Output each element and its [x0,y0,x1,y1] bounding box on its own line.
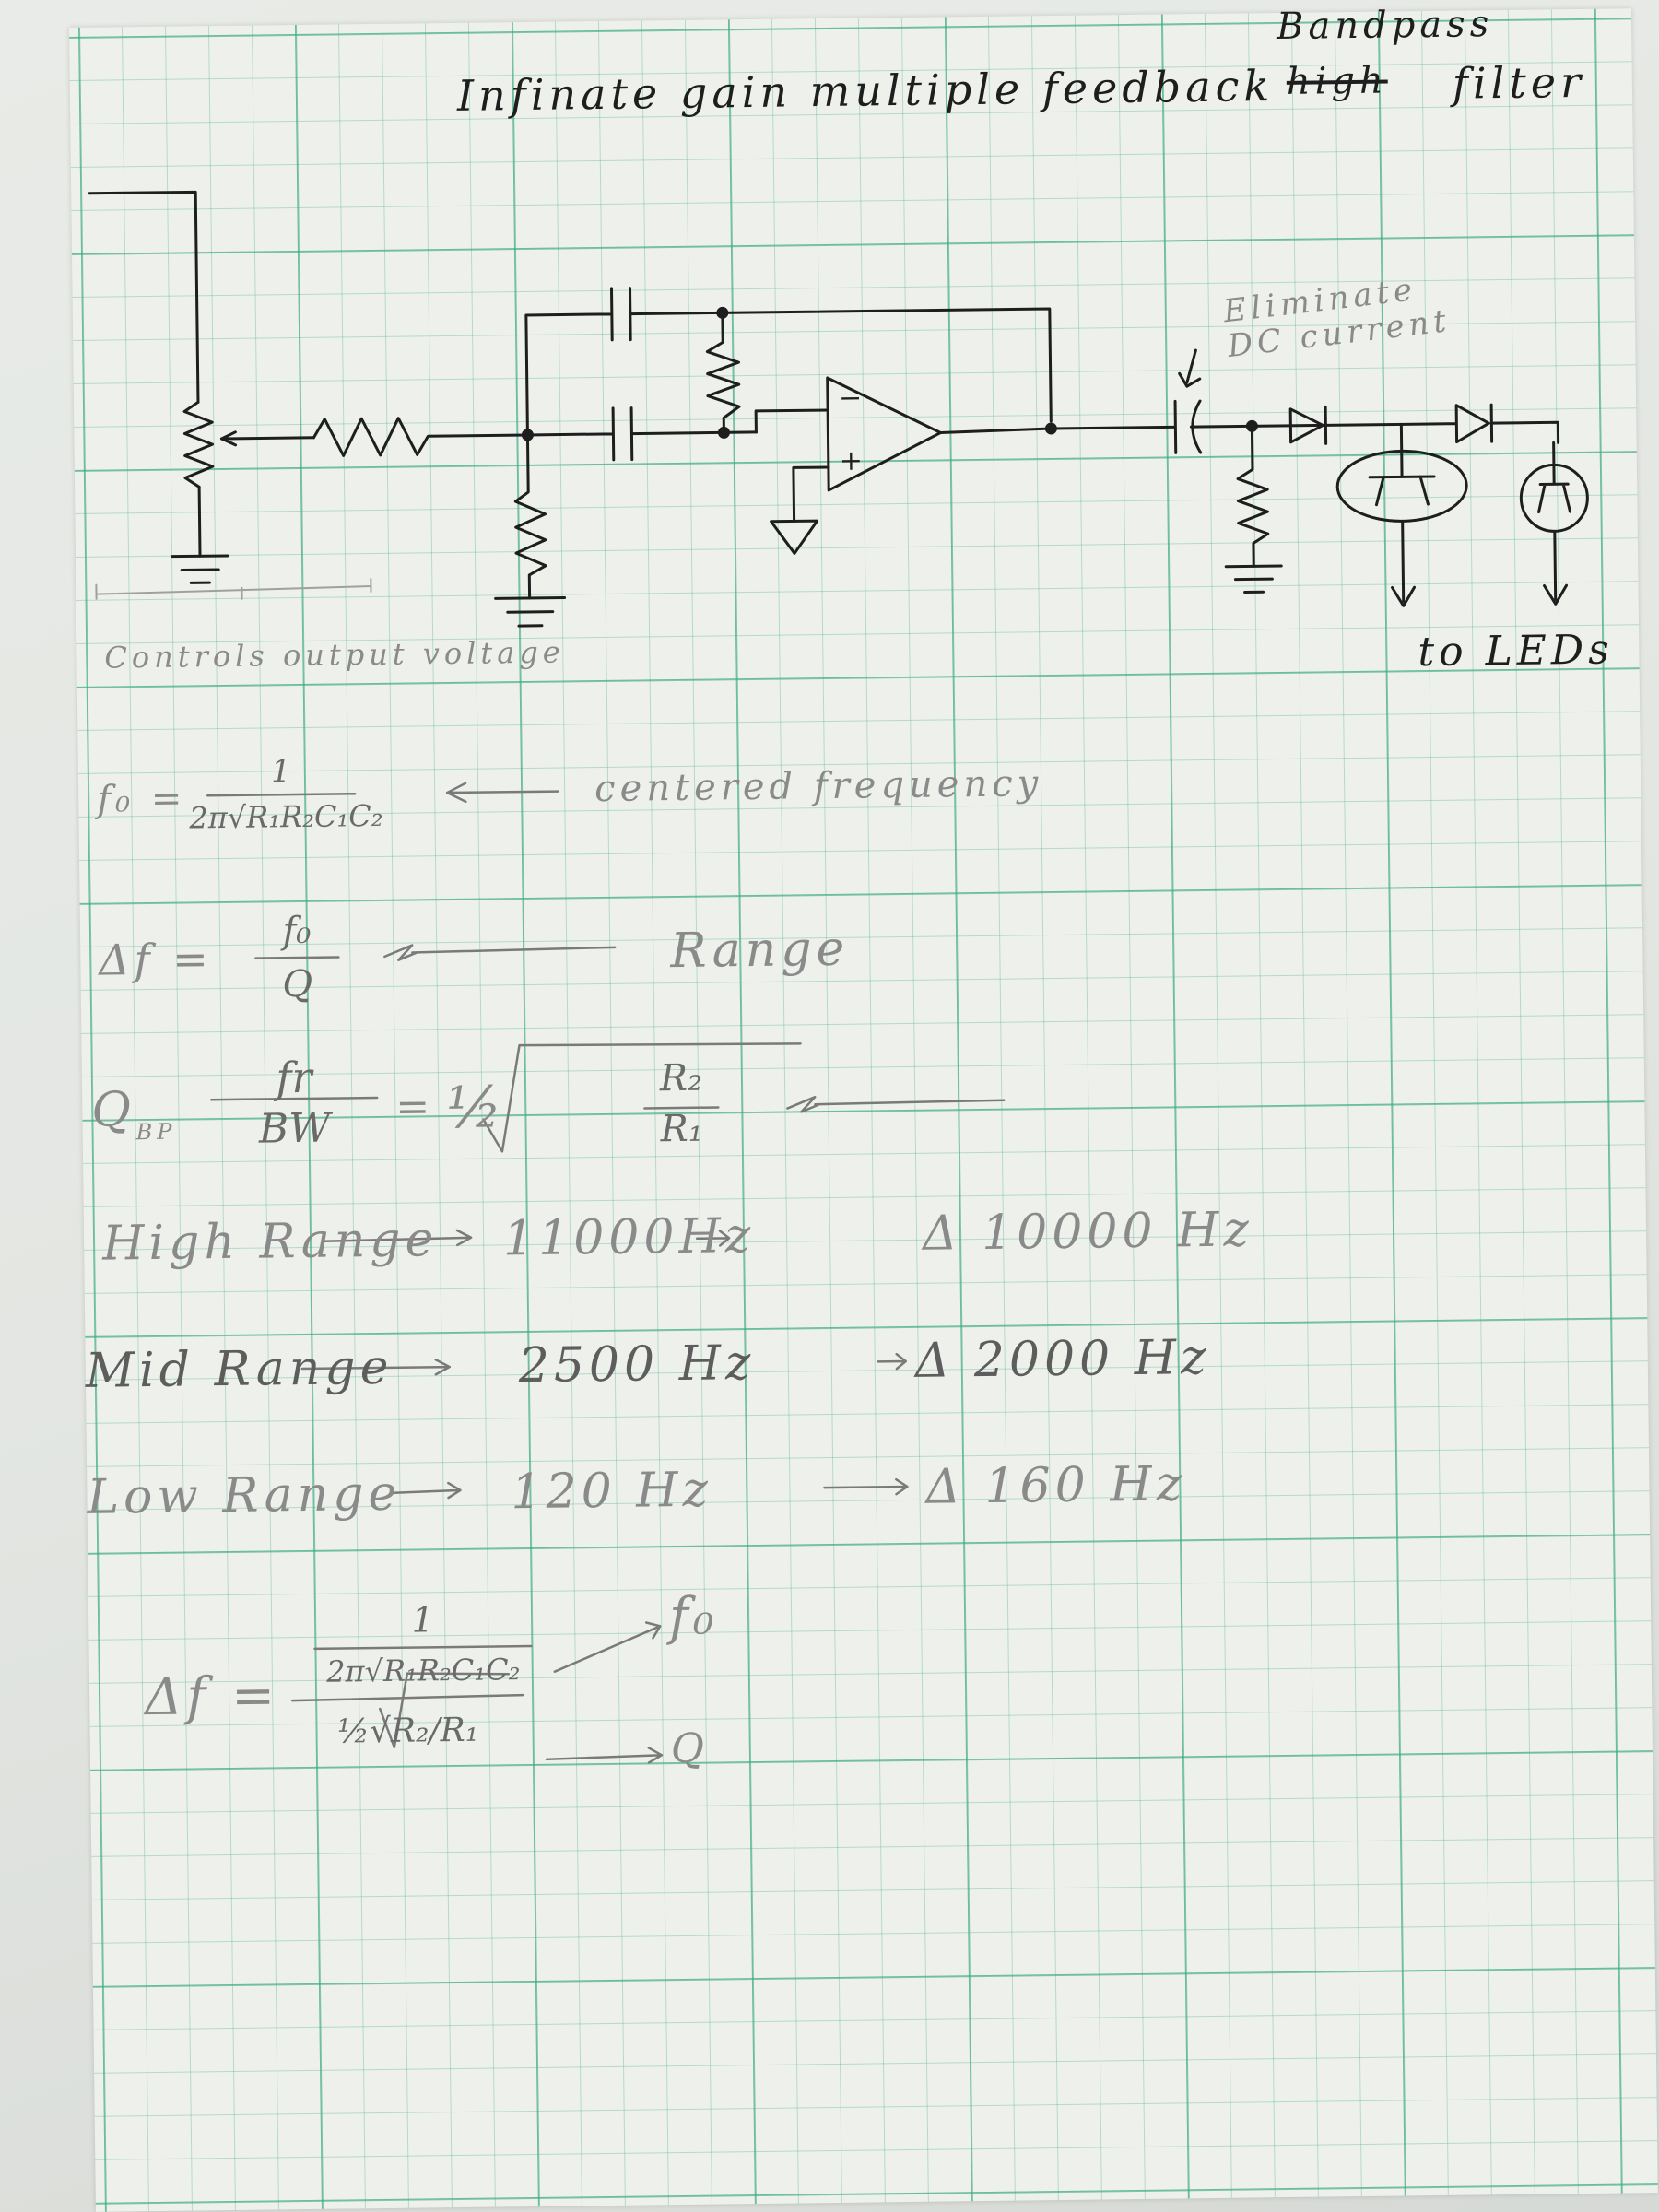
wiper-arrow [219,436,315,441]
delta-numerator: f₀ [282,909,312,953]
feedback-resistor [705,306,741,439]
transistor-1 [1335,422,1468,607]
opamp-minus: − [838,382,867,415]
derivation-middle: 2π√R₁R₂C₁C₂ [325,1652,521,1689]
schematic-diagram [88,190,1589,1764]
input-potentiometer [88,190,238,584]
derivation-denominator: ½√R₂/R₁ [336,1711,479,1751]
delta-lhs: Δf = [99,934,214,985]
output-label: to LEDs [1418,626,1615,677]
graph-paper: Bandpass Infinate gain multiple feedback… [69,3,1658,2212]
diode-2 [1324,403,1560,444]
range-high-delta: Δ 10000 Hz [922,1202,1254,1262]
q-lhs: Q [90,1082,136,1138]
pencil-bracket [95,578,372,600]
q-frac-num: fr [276,1052,312,1103]
q-root-den: R₁ [660,1107,704,1151]
range-mid-name: Mid Range [85,1339,394,1399]
range-mid-center: 2500 Hz [518,1335,756,1394]
dc-blocking-capacitor [1049,348,1324,454]
series-capacitor [525,406,758,462]
pot-annotation: Controls output voltage [104,634,565,676]
q-frac-den: BW [258,1104,331,1153]
center-lhs: f₀ = [96,777,187,821]
range-high-center: 11000Hz [502,1208,756,1267]
q-half: ½ [445,1073,507,1142]
shunt-resistor [494,429,567,628]
formula-strokes [206,782,1006,1764]
input-resistor [312,417,529,457]
range-low-center: 120 Hz [511,1462,713,1521]
derivation-arrow-f0: f₀ [668,1586,719,1648]
range-low-name: Low Range [87,1465,402,1525]
derivation-numerator: 1 [411,1599,434,1641]
transistor-2 [1519,441,1589,606]
delta-denominator: Q [282,962,313,1006]
range-mid-delta: Δ 2000 Hz [914,1329,1211,1389]
range-low-delta: Δ 160 Hz [925,1456,1187,1515]
opamp-plus: + [839,444,868,477]
delta-note: Range [669,921,850,980]
q-root-num: R₂ [659,1056,703,1100]
output-resistor [1224,419,1283,594]
derivation-lhs: Δf = [144,1665,280,1728]
range-high-name: High Range [101,1212,439,1272]
q-lhs-sub: BP [135,1118,177,1146]
feedback-capacitor [524,287,1053,437]
center-note: centered frequency [594,762,1043,811]
op-amp [754,376,1057,555]
q-equals: = [395,1083,435,1131]
derivation-arrow-q: Q [670,1724,710,1773]
center-numerator: 1 [270,753,291,791]
center-denominator: 2π√R₁R₂C₁C₂ [189,797,383,836]
